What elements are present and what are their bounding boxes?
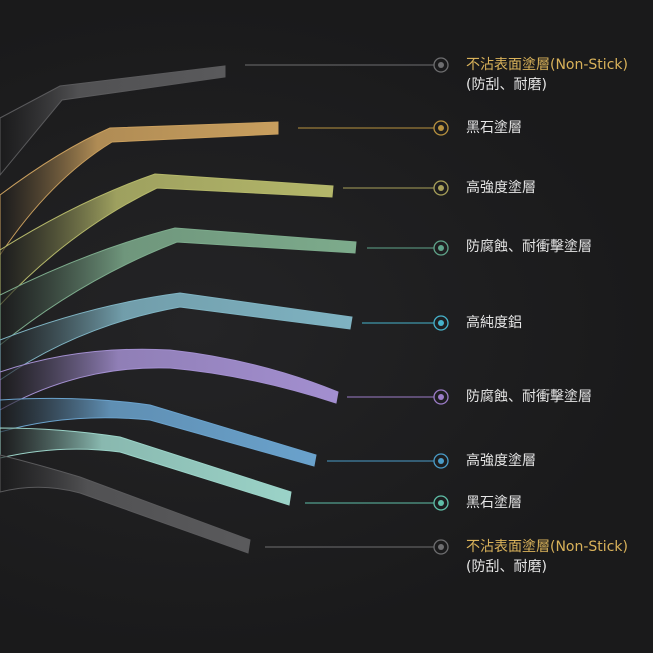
layer-name: 不沾表面塗層(Non-Stick) (466, 539, 628, 555)
marker-ring-icon (433, 240, 449, 256)
layer-label: 高純度鋁 (466, 313, 522, 333)
marker-ring-icon (433, 389, 449, 405)
layer-1-shape (0, 65, 226, 176)
layer-name: 不沾表面塗層(Non-Stick) (466, 57, 628, 73)
layer-7-shape (0, 397, 317, 467)
layer-9-shape (0, 454, 251, 554)
marker-dot-icon (438, 320, 444, 326)
layer-subtitle: (防刮、耐磨) (466, 559, 547, 575)
layer-name: 黑石塗層 (466, 120, 522, 136)
layer-6-shape (0, 348, 339, 411)
marker-ring-icon (433, 495, 449, 511)
layer-label: 黑石塗層 (466, 493, 522, 513)
layer-name: 黑石塗層 (466, 495, 522, 511)
layer-label: 高強度塗層 (466, 451, 536, 471)
marker-ring-icon (433, 180, 449, 196)
layer-3-shape (0, 173, 334, 306)
marker-dot-icon (438, 544, 444, 550)
marker-dot-icon (438, 458, 444, 464)
marker-dot-icon (438, 245, 444, 251)
marker-ring-icon (433, 57, 449, 73)
marker-ring-icon (433, 315, 449, 331)
layer-5-shape (0, 292, 353, 381)
marker-dot-icon (438, 394, 444, 400)
layer-name: 高強度塗層 (466, 180, 536, 196)
layer-subtitle: (防刮、耐磨) (466, 77, 547, 93)
layer-label: 防腐蝕、耐衝擊塗層 (466, 387, 592, 407)
marker-dot-icon (438, 500, 444, 506)
layer-8-shape (0, 427, 292, 506)
layer-label: 黑石塗層 (466, 118, 522, 138)
marker-dot-icon (438, 125, 444, 131)
layer-4-shape (0, 227, 357, 346)
layer-label: 不沾表面塗層(Non-Stick) (防刮、耐磨) (466, 55, 628, 95)
layer-label: 高強度塗層 (466, 178, 536, 198)
layer-name: 高純度鋁 (466, 315, 522, 331)
layer-label: 不沾表面塗層(Non-Stick) (防刮、耐磨) (466, 537, 628, 577)
layer-name: 防腐蝕、耐衝擊塗層 (466, 239, 592, 255)
layer-name: 高強度塗層 (466, 453, 536, 469)
marker-dot-icon (438, 62, 444, 68)
layer-label: 防腐蝕、耐衝擊塗層 (466, 237, 592, 257)
layer-2-shape (0, 121, 279, 256)
layer-name: 防腐蝕、耐衝擊塗層 (466, 389, 592, 405)
marker-ring-icon (433, 453, 449, 469)
marker-ring-icon (433, 539, 449, 555)
marker-dot-icon (438, 185, 444, 191)
marker-ring-icon (433, 120, 449, 136)
